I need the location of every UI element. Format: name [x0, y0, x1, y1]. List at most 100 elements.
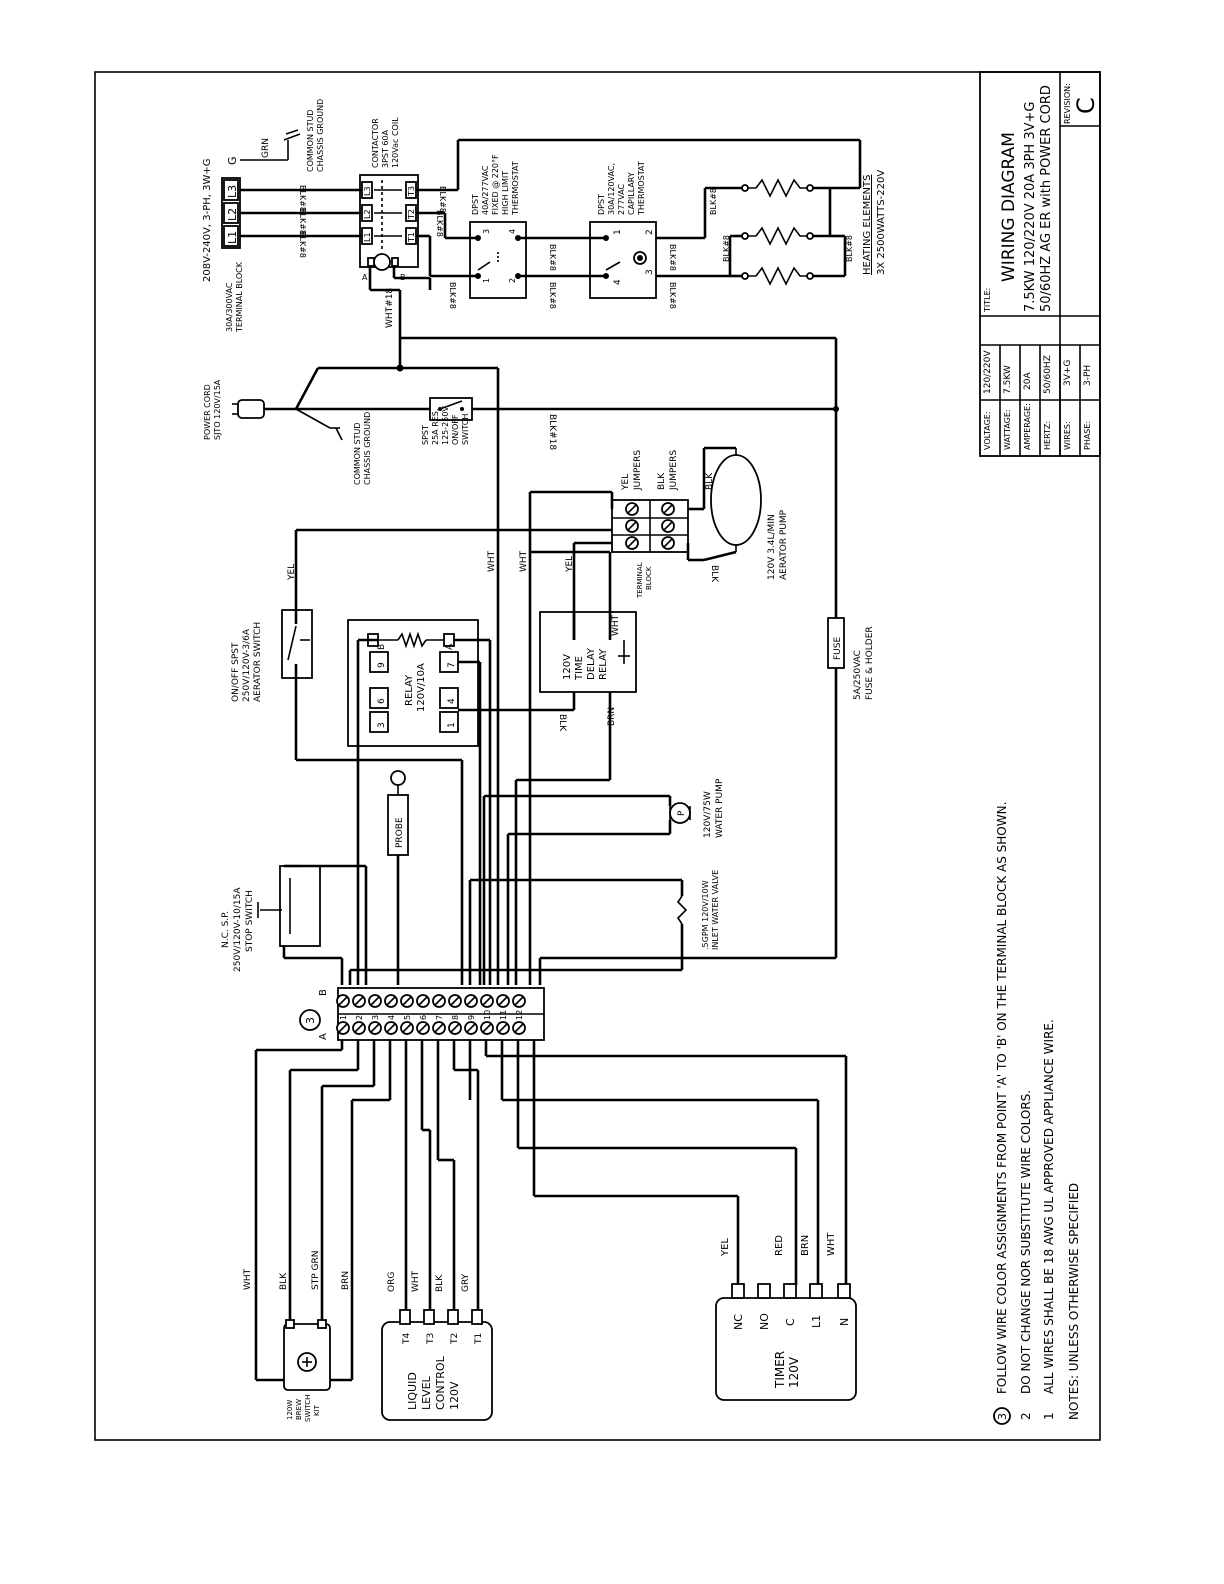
stop-switch-label: STOP SWITCH [245, 890, 255, 952]
jumper-label: JUMPERS [633, 450, 643, 491]
fuse-rating: 5A/250VAC [853, 650, 863, 700]
timer: NC NO C L1 N TIMER 120V [715, 1283, 857, 1401]
revision-label: REVISION: [1063, 83, 1072, 124]
fuse-branch-wire [538, 956, 836, 985]
brew-switch-label: KIT [313, 1404, 321, 1416]
wire-label: YEL [287, 564, 297, 581]
ground-terminal-label: G [226, 156, 239, 165]
terminal-screw-slot [370, 996, 380, 1006]
capillary-label: 30A/120VAC, [607, 163, 616, 215]
terminal-screw-slot [482, 996, 492, 1006]
capillary-label: CAPILLARY [627, 172, 636, 215]
terminal-screw-slot [418, 1023, 428, 1033]
tdr-label: DELAY [586, 647, 597, 680]
relay-wires [356, 638, 574, 985]
wire-label: BLK#8 [548, 244, 557, 271]
capillary-label: THERMOSTAT [637, 161, 646, 216]
thermostat-link-wires: BLK#8 BLK#8 [518, 236, 606, 309]
wire-label: WHT [519, 550, 529, 572]
fuse: FUSE 5A/250VAC FUSE & HOLDER [827, 617, 875, 700]
contactor: L3 L2 L1 T3 T2 T1 A B CONTACTOR 3PST 60A… [359, 117, 419, 282]
terminal-number: 6 [419, 1015, 428, 1020]
supply-terminal-block: L3 L2 L1 G 208V-240V, 3-PH, 3W+G 30A/300… [202, 156, 244, 333]
time-delay-relay: 120V TIME DELAY RELAY WHT BLK BRN [514, 550, 637, 985]
stop-switch: N.C. S.P. 250V/120V-10/15A STOP SWITCH [221, 864, 368, 985]
contactor-label: 120Vac COIL [391, 117, 400, 168]
cord-ground-label: COMMON STUD [353, 423, 362, 486]
llc-terminal: T3 [426, 1333, 436, 1345]
relay-pin: B [377, 644, 387, 650]
relay-pin: 7 [447, 662, 457, 668]
llc-label: 120V [448, 1381, 461, 1410]
wire-label: WHT [243, 1268, 253, 1290]
high-limit-label: DPST [471, 194, 480, 215]
timer-terminal: C [784, 1318, 797, 1326]
water-pump-symbol: P [677, 810, 687, 816]
heating-elements-spec: 3X 2500WATTS-220V [876, 170, 887, 275]
contactor-terminal: L1 [363, 232, 372, 242]
line-terminal-label: L2 [226, 208, 239, 221]
wire-label: BLK#8 [438, 186, 447, 213]
supply-block-label: TERMINAL BLOCK [235, 261, 244, 333]
terminal-screw-slot [402, 996, 412, 1006]
spec-value: 50/60HZ [1043, 355, 1053, 394]
thermostat-terminal: 1 [613, 229, 623, 235]
terminal-screw-slot [386, 996, 396, 1006]
terminal-block-label: BLOCK [645, 566, 653, 590]
probe: PROBE [387, 770, 409, 985]
water-pump-label: 120V/75W [703, 791, 713, 838]
relay-pin: 6 [377, 698, 387, 704]
thermostat-terminal: 3 [482, 229, 491, 234]
terminal-number: 5 [403, 1015, 412, 1020]
coil-wires: WHT#18 [368, 266, 838, 985]
capillary-thermostat: 1 2 4 3 DPST 30A/120VAC, 277VAC CAPILLAR… [589, 161, 657, 299]
note-text: DO NOT CHANGE NOR SUBSTITUTE WIRE COLORS… [1019, 1090, 1033, 1394]
line-terminal-label: L3 [226, 185, 239, 198]
ground-wire-label: GRN [261, 138, 271, 158]
timer-label: TIMER [773, 1351, 787, 1389]
contactor-terminal: T1 [407, 232, 416, 243]
high-limit-label: 40A/277VAC [481, 165, 490, 215]
high-limit-label: FIXED @ 220°F [491, 154, 500, 215]
timer-terminal: N [838, 1318, 851, 1326]
fuse-rating: FUSE & HOLDER [865, 626, 875, 700]
aerator-switch-label: 250V/120V-3/6A [242, 628, 252, 702]
heating-elements-label: HEATING ELEMENTS [862, 175, 873, 275]
wire-label: STP GRN [311, 1251, 321, 1290]
relay-pin: 4 [447, 698, 457, 704]
terminal-screw-slot [354, 1023, 364, 1033]
wire-label: BLK#8 [845, 235, 854, 262]
wire-label: ORG [387, 1272, 397, 1292]
heating-elements: BLK#8 HEATING ELEMENTS 3X 2500WATTS-220V [741, 170, 887, 286]
terminal-screw-slot [370, 1023, 380, 1033]
spst-label: 25A RES. [431, 409, 440, 445]
llc-label: LIQUID [406, 1372, 419, 1410]
capillary-label: 277VAC [617, 183, 626, 215]
line-terminal-label: L1 [226, 231, 239, 244]
contactor-label: CONTACTOR [371, 118, 380, 168]
wire-label: BLK#8 [448, 282, 457, 309]
terminal-screw-slot [338, 1023, 348, 1033]
stop-switch-label: N.C. S.P. [221, 911, 231, 948]
terminal-number: 3 [371, 1015, 380, 1020]
spec-label: AMPERAGE: [1023, 403, 1032, 450]
relay-pin: 3 [377, 722, 387, 728]
jumper-label: BLK [657, 472, 667, 490]
spec-value: 120/220V [983, 350, 993, 394]
note-number: 3 [996, 1413, 1009, 1420]
llc-terminal: T4 [402, 1333, 412, 1345]
note-number: 1 [1042, 1412, 1056, 1420]
terminal-number: 7 [435, 1015, 444, 1020]
jumper-terminal-block: YEL JUMPERS BLK JUMPERS TERMINAL BLOCK [611, 450, 689, 599]
aerator-pump-label: AERATOR PUMP [779, 509, 789, 580]
spec-value: 20A [1023, 372, 1033, 390]
wire-label: BLK [279, 1272, 289, 1290]
thermostat-terminal: 2 [508, 278, 517, 283]
notes-header: NOTES: UNLESS OTHERWISE SPECIFIED [1067, 1183, 1081, 1420]
terminal-block-label: TERMINAL [636, 562, 644, 599]
wire-label: BLK#8 [709, 188, 718, 215]
wire-label: RED [774, 1235, 785, 1256]
wire-label: BLK [709, 565, 719, 583]
